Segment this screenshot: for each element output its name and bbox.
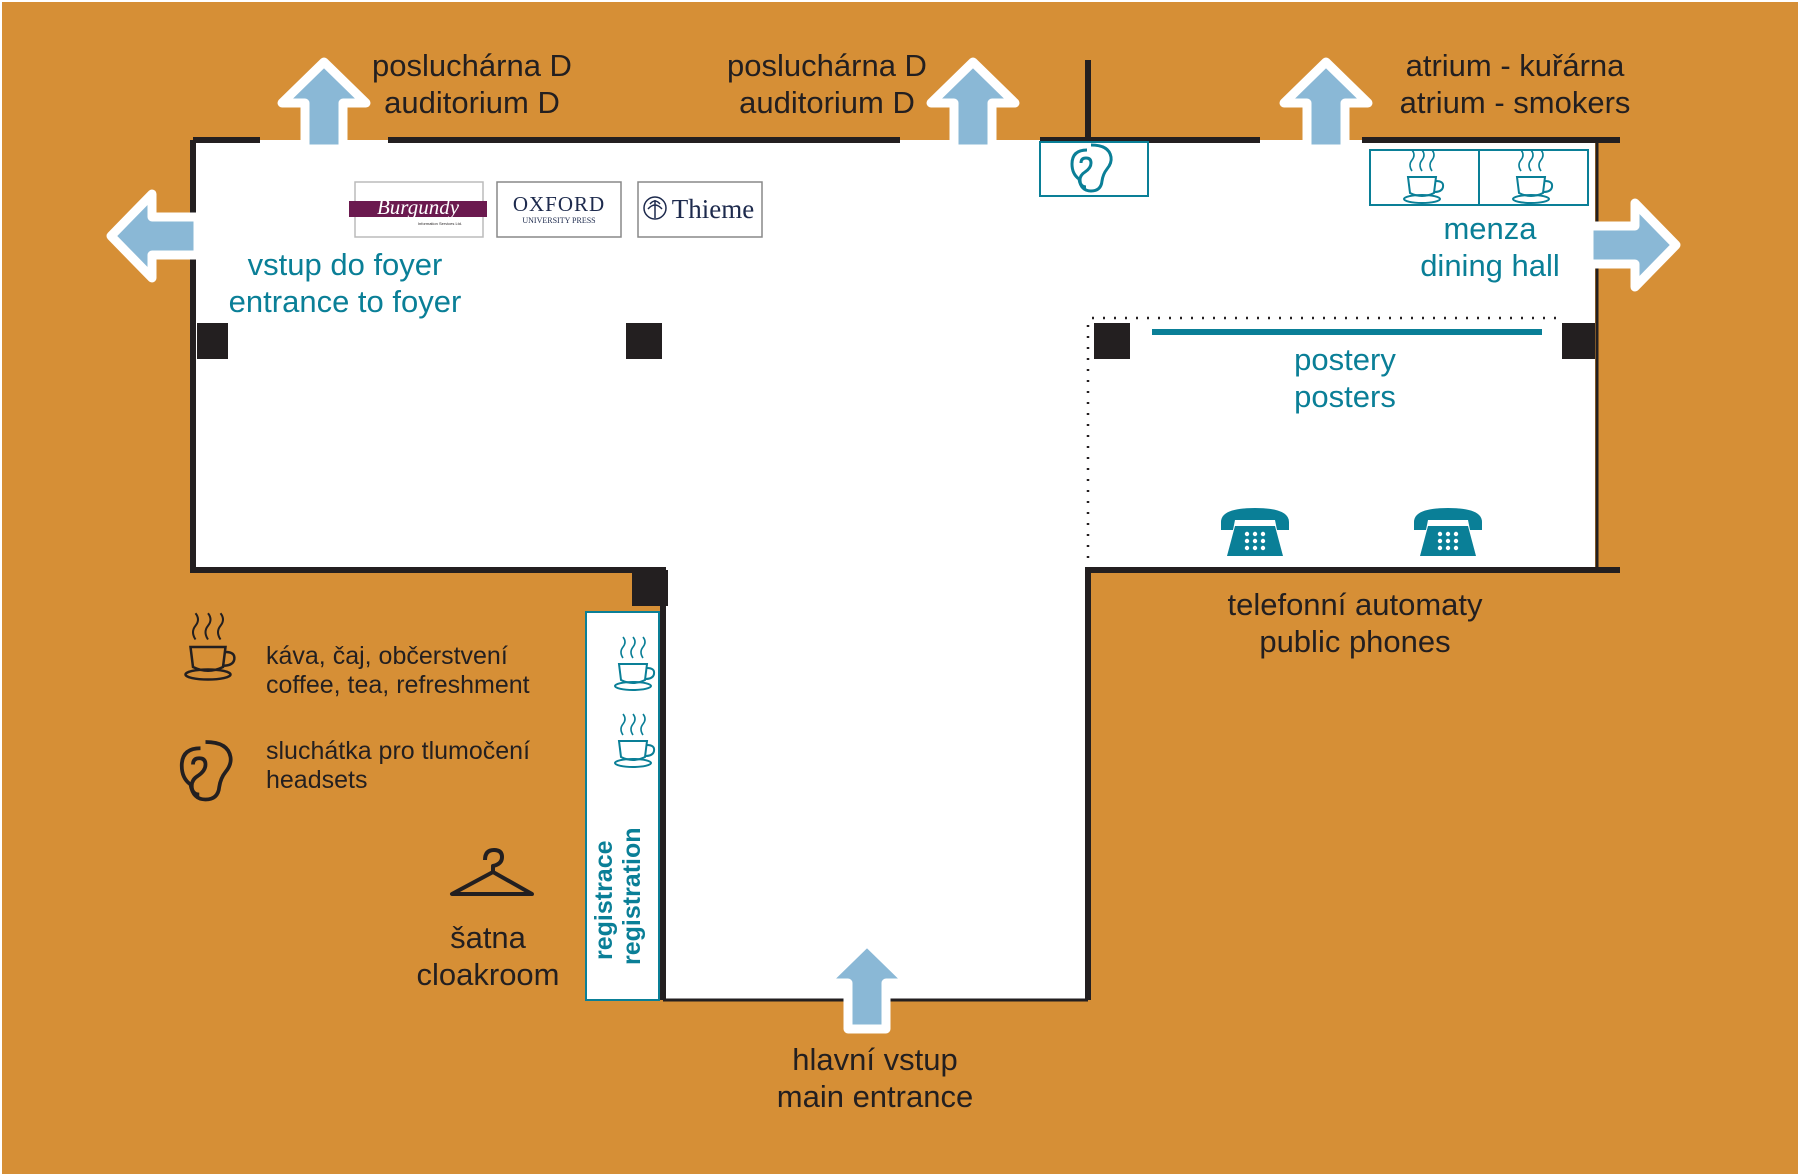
label-line: public phones bbox=[1259, 624, 1451, 659]
label-line: registrace bbox=[590, 840, 618, 960]
exhibitor-thieme[interactable]: Thieme bbox=[637, 181, 763, 238]
thieme-logo-text: Thieme bbox=[672, 194, 754, 224]
exit-label-auditorium-left: posluchárna D auditorium D bbox=[352, 47, 592, 121]
legend-headsets: sluchátka pro tlumočení headsets bbox=[266, 737, 530, 795]
area-label-posters: postery posters bbox=[1250, 341, 1440, 415]
label-line: posluchárna D bbox=[372, 48, 572, 83]
area-label-dining-hall: menza dining hall bbox=[1390, 210, 1590, 284]
area-label-registration: registrace registration bbox=[590, 820, 670, 1000]
pillars bbox=[197, 323, 1595, 606]
area-label-cloakroom: šatna cloakroom bbox=[388, 919, 588, 993]
label-line: káva, čaj, občerstvení bbox=[266, 642, 508, 670]
exit-label-main-entrance: hlavní vstup main entrance bbox=[740, 1041, 1010, 1115]
label-line: hlavní vstup bbox=[792, 1042, 958, 1077]
label-line: main entrance bbox=[776, 1079, 974, 1114]
exit-label-atrium: atrium - kuřárna atrium - smokers bbox=[1370, 47, 1660, 121]
headset-booth[interactable] bbox=[1039, 141, 1149, 197]
exhibitor-oxford[interactable]: OXFORD UNIVERSITY PRESS bbox=[496, 181, 622, 238]
label-line: posluchárna D bbox=[727, 48, 927, 83]
ear-icon bbox=[1070, 143, 1113, 193]
coffee-cup-icon bbox=[184, 612, 236, 681]
label-line: šatna bbox=[450, 920, 526, 955]
label-line: atrium - kuřárna bbox=[1405, 48, 1625, 83]
oxford-logo-text: OXFORD bbox=[513, 192, 605, 216]
label-line: telefonní automaty bbox=[1227, 587, 1483, 622]
label-line: coffee, tea, refreshment bbox=[266, 671, 530, 699]
label-line: auditorium D bbox=[739, 85, 915, 120]
label-line: headsets bbox=[266, 766, 368, 794]
area-label-public-phones: telefonní automaty public phones bbox=[1190, 586, 1520, 660]
foyer-floor bbox=[193, 140, 1595, 1000]
label-line: dining hall bbox=[1420, 248, 1560, 283]
exit-label-auditorium-mid: posluchárna D auditorium D bbox=[707, 47, 947, 121]
label-line: vstup do foyer bbox=[247, 247, 443, 282]
label-line: sluchátka pro tlumočení bbox=[266, 737, 531, 765]
label-line: postery bbox=[1294, 342, 1396, 377]
walls bbox=[190, 60, 1620, 1002]
label-line: atrium - smokers bbox=[1399, 85, 1631, 120]
label-line: menza bbox=[1443, 211, 1537, 246]
legend-coffee: káva, čaj, občerstvení coffee, tea, refr… bbox=[266, 642, 530, 700]
label-line: posters bbox=[1294, 379, 1396, 414]
label-line: auditorium D bbox=[384, 85, 560, 120]
label-line: cloakroom bbox=[416, 957, 560, 992]
registration-desk bbox=[585, 611, 660, 1001]
ear-icon bbox=[179, 740, 233, 802]
burgundy-logo-text: Burgundy bbox=[377, 195, 460, 219]
area-label-foyer: vstup do foyer entrance to foyer bbox=[205, 246, 485, 320]
poster-area bbox=[1086, 316, 1560, 568]
label-line: entrance to foyer bbox=[228, 284, 462, 319]
burgundy-logo-subtext: Information Services Ltd. bbox=[418, 221, 462, 226]
exhibitor-burgundy[interactable]: Burgundy Information Services Ltd. bbox=[349, 181, 487, 238]
label-line: registration bbox=[618, 827, 646, 965]
oxford-logo-subtext: UNIVERSITY PRESS bbox=[522, 216, 595, 225]
hanger-icon bbox=[450, 848, 534, 896]
